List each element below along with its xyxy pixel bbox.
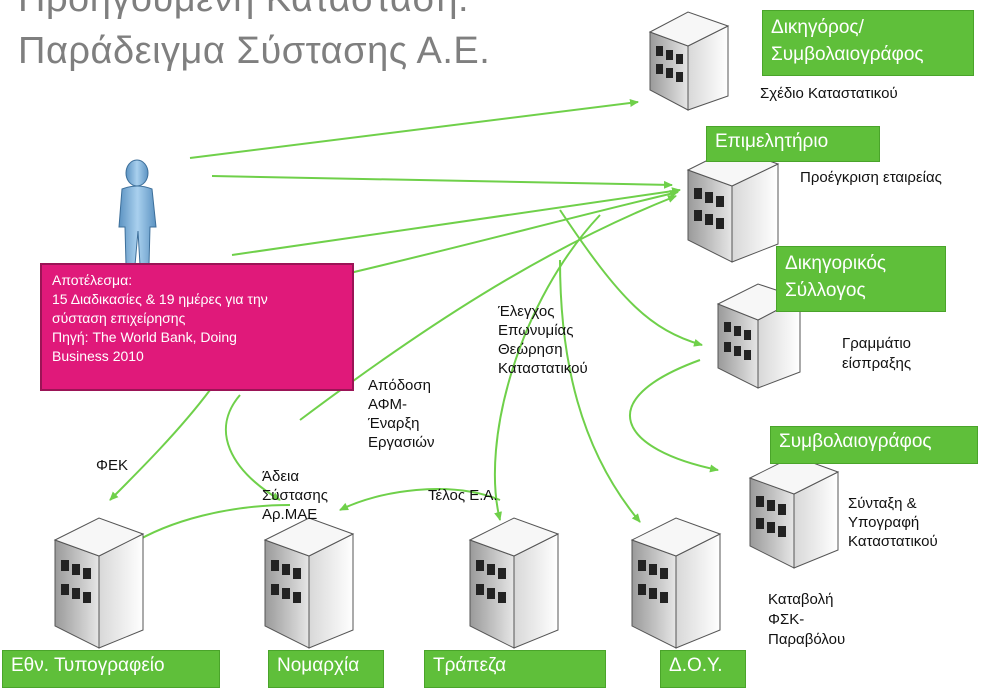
chamber-box: Επιμελητήριο	[706, 126, 880, 162]
building-icon	[686, 147, 780, 263]
arrow-chamber-doy2	[493, 214, 601, 521]
page-title-line-2: Παράδειγμα Σύστασης Α.Ε.	[18, 30, 491, 72]
lawyer-box-line-1: Δικηγόρος/	[771, 17, 864, 38]
building-icon	[716, 283, 802, 389]
printing-caption: ΦΕΚ	[96, 457, 128, 474]
arrow-result-printing	[109, 389, 211, 501]
tax-caption-3: Παραβόλου	[768, 631, 846, 648]
person-icon	[118, 159, 157, 266]
afm-label-2: ΑΦΜ-	[368, 396, 408, 413]
bar-box-line-2: Σύλλογος	[785, 280, 866, 301]
arrow-to-chamber	[211, 175, 673, 189]
bank-box: Τράπεζα	[424, 650, 606, 688]
arrow-to-lawyer	[189, 99, 639, 159]
building-icon	[263, 517, 355, 649]
lawyer-notary-box: Δικηγόρος/ Συμβολαιογράφος	[762, 10, 974, 76]
bar-caption-2: είσπραξης	[842, 355, 912, 372]
result-box: Αποτέλεσμα: 15 Διαδικασίες & 19 ημέρες γ…	[40, 263, 354, 391]
arrow-chamber-bar	[559, 209, 703, 347]
afm-label-1: Απόδοση	[368, 377, 431, 394]
result-line-3: σύσταση επιχείρησης	[52, 310, 186, 326]
building-icon	[648, 11, 730, 111]
arrow-ap-chamber	[299, 195, 677, 421]
tax-caption-2: ΦΣΚ-	[768, 611, 805, 628]
arrow-bank-prefecture	[339, 488, 501, 511]
building-icon	[748, 455, 840, 569]
tax-caption-1: Καταβολή	[768, 591, 834, 608]
check-label-3: Θεώρηση	[498, 341, 563, 358]
lawyer-box-line-2: Συμβολαιογράφος	[771, 44, 924, 65]
result-line-2: 15 Διαδικασίες & 19 ημέρες για την	[52, 291, 268, 307]
page-title-line-1: Προηγούμενη Κατάσταση:	[18, 0, 469, 21]
arrow-result-prefecture	[224, 394, 281, 501]
notary-caption-1: Σύνταξη &	[848, 495, 917, 512]
building-icon	[630, 517, 722, 649]
arrow-chamber-tax	[559, 259, 641, 523]
printing-office-box: Εθν. Τυπογραφείο	[2, 650, 220, 688]
bar-caption-1: Γραμμάτιο	[842, 335, 912, 352]
prefecture-caption-3: Αρ.ΜΑΕ	[262, 506, 318, 523]
notary-box: Συμβολαιογράφος	[770, 426, 978, 464]
arrow-prefecture-printing	[129, 504, 291, 546]
result-line-1: Αποτέλεσμα:	[52, 272, 133, 288]
lawyer-caption: Σχέδιο Καταστατικού	[760, 85, 898, 102]
notary-caption-3: Καταστατικού	[848, 533, 938, 550]
prefecture-box: Νομαρχία	[268, 650, 384, 688]
bank-caption: Τέλος Ε.Α.	[428, 487, 498, 504]
check-label-2: Επωνυμίας	[498, 322, 574, 339]
bar-association-box: Δικηγορικός Σύλλογος	[776, 246, 946, 312]
bar-box-line-1: Δικηγορικός	[785, 253, 887, 274]
prefecture-caption-1: Άδεια	[262, 468, 300, 485]
check-label-4: Καταστατικού	[498, 360, 588, 377]
notary-caption-2: Υπογραφή	[848, 514, 920, 531]
afm-label-4: Εργασιών	[368, 434, 435, 451]
result-line-5: Business 2010	[52, 348, 144, 364]
tax-office-box: Δ.Ο.Υ.	[660, 650, 746, 688]
afm-label-3: Έναρξη	[368, 415, 420, 432]
arrow-bank-chamber	[231, 187, 681, 256]
check-label-1: Έλεγχος	[498, 303, 555, 320]
building-icon	[468, 517, 560, 649]
chamber-caption: Προέγκριση εταιρείας	[800, 169, 942, 186]
building-icon	[53, 517, 145, 649]
arrow-bar-notary	[629, 359, 719, 473]
arrow-result-chamber	[319, 189, 679, 281]
result-line-4: Πηγή: The World Bank, Doing	[52, 329, 237, 345]
prefecture-caption-2: Σύστασης	[262, 487, 328, 504]
